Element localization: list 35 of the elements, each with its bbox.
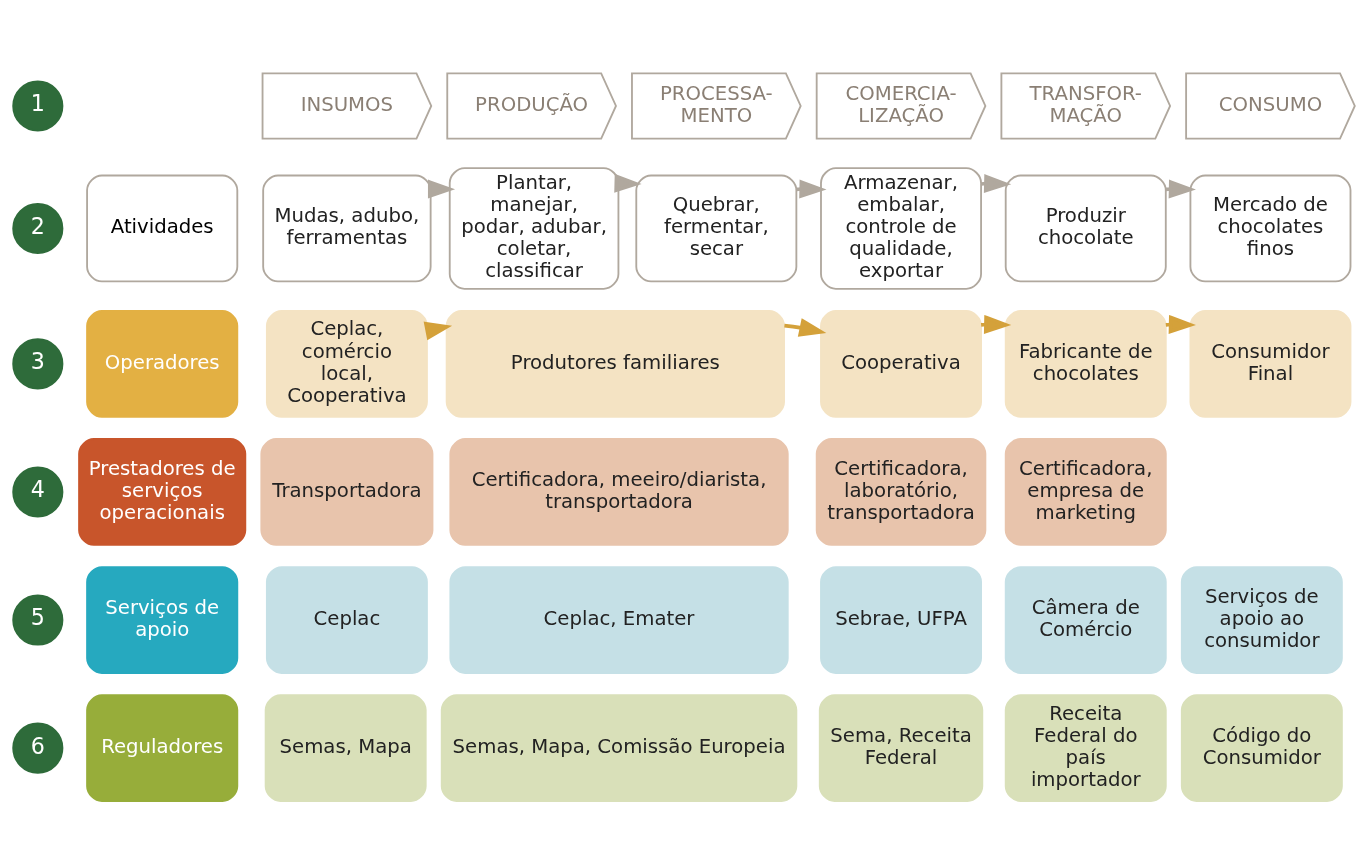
node-box: Certificadora, laboratório, transportadora: [815, 437, 987, 546]
node-box: Fabricante de chocolates: [1004, 309, 1167, 418]
node-box: Sema, Receita Federal: [818, 693, 984, 802]
node-circle: 5: [12, 594, 64, 646]
node-box: Câmera de Comércio: [1004, 565, 1167, 674]
node-box: Operadores: [86, 309, 239, 418]
node-box: Certificadora, meeiro/diarista, transportadora: [449, 437, 789, 546]
node-box: Produzir chocolate: [1004, 174, 1167, 282]
node-box: Receita Federal do país importador: [1004, 693, 1167, 802]
node-box: Semas, Mapa, Comissão Europeia: [440, 693, 798, 802]
node-box: Certificadora, empresa de marketing: [1004, 437, 1167, 546]
node-box: Sebrae, UFPA: [820, 565, 982, 674]
node-box: Reguladores: [86, 693, 239, 802]
node-box: Transportadora: [260, 437, 434, 546]
node-box: Serviços de apoio ao consumidor: [1180, 565, 1343, 674]
node-box: Consumidor Final: [1189, 309, 1352, 418]
node-box: Semas, Mapa: [264, 693, 427, 802]
node-box: Armazenar, embalar, controle de qualidade, exportar: [820, 166, 982, 290]
node-box: Cooperativa: [820, 309, 982, 418]
node-circle: 4: [12, 465, 64, 518]
node-box: Ceplac, Emater: [449, 565, 789, 674]
node-box: Mercado de chocolates finos: [1189, 174, 1352, 282]
node-circle: 2: [12, 202, 64, 254]
node-box: Atividades: [86, 174, 239, 282]
node-box: Código do Consumidor: [1180, 693, 1343, 802]
node-box: Produtores familiares: [445, 309, 785, 418]
arrow: [614, 173, 642, 193]
node-circle: 6: [12, 722, 64, 774]
node-box: Ceplac: [265, 565, 428, 674]
node-box: Quebrar, fermentar, secar: [635, 174, 798, 282]
node-circle: 1: [12, 79, 64, 131]
arrow: [784, 317, 827, 337]
node-circle: 3: [12, 337, 64, 389]
node-box: Serviços de apoio: [86, 565, 239, 674]
node-box: Prestadores de serviços operacionais: [78, 437, 247, 546]
